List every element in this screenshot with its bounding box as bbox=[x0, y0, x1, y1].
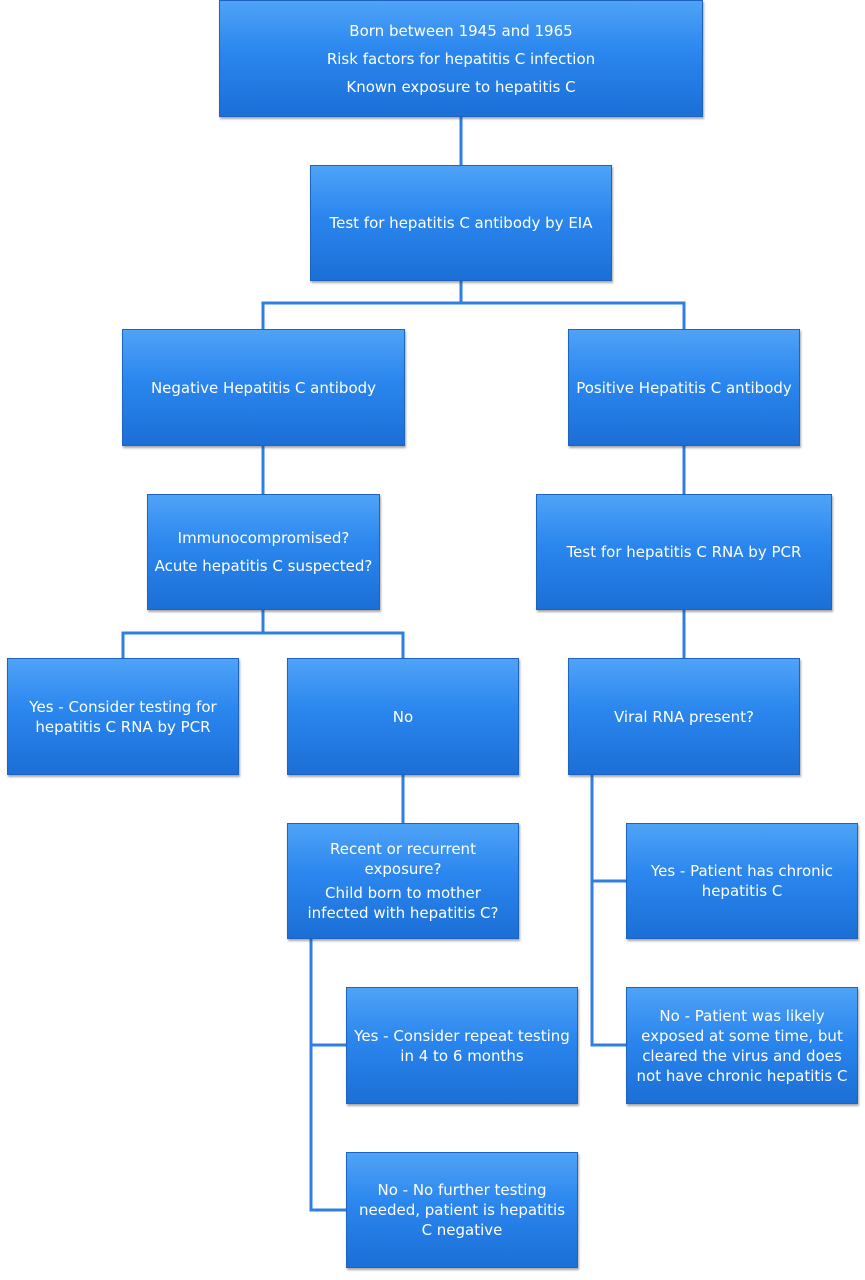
node-negative-antibody-label: Negative Hepatitis C antibody bbox=[150, 378, 377, 397]
node-positive-antibody-label: Positive Hepatitis C antibody bbox=[576, 378, 792, 397]
node-yes-repeat-label: Yes - Consider repeat testing in 4 to 6 … bbox=[354, 1026, 570, 1065]
node-no-further-label: No - No further testing needed, patient … bbox=[358, 1181, 566, 1239]
node-start-line-3: Known exposure to hepatitis C bbox=[346, 77, 576, 96]
node-rna-test: Test for hepatitis C RNA by PCR bbox=[536, 494, 832, 610]
node-rna-test-label: Test for hepatitis C RNA by PCR bbox=[566, 543, 802, 561]
node-antibody-test: Test for hepatitis C antibody by EIA bbox=[310, 165, 612, 281]
connector-paths bbox=[121, 115, 686, 1212]
node-immuno-question: Immunocompromised? Acute hepatitis C sus… bbox=[147, 494, 380, 610]
node-start-line-2: Risk factors for hepatitis C infection bbox=[326, 49, 596, 68]
node-antibody-test-label: Test for hepatitis C antibody by EIA bbox=[329, 214, 593, 232]
node-yes-repeat: Yes - Consider repeat testing in 4 to 6 … bbox=[346, 987, 578, 1104]
node-negative-antibody: Negative Hepatitis C antibody bbox=[122, 329, 405, 446]
connector-viral-question-to-answers bbox=[590, 773, 628, 1047]
node-exposure-question: Recent or recurrent exposure? Child born… bbox=[287, 823, 519, 939]
node-yes-consider-rna-label: Yes - Consider testing for hepatitis C R… bbox=[29, 697, 217, 736]
node-immuno-question-line-1: Immunocompromised? bbox=[177, 529, 350, 547]
node-start-line-1: Born between 1945 and 1965 bbox=[349, 21, 573, 40]
node-positive-antibody: Positive Hepatitis C antibody bbox=[568, 329, 800, 446]
node-immuno-question-line-2: Acute hepatitis C suspected? bbox=[154, 557, 373, 575]
node-no-cleared: No - Patient was likely exposed at some … bbox=[626, 987, 858, 1104]
node-no-cleared-label: No - Patient was likely exposed at some … bbox=[636, 1006, 848, 1085]
connector-antibody-test-to-results bbox=[261, 279, 686, 331]
node-start: Born between 1945 and 1965 Risk factors … bbox=[219, 0, 703, 117]
node-no-immuno-label: No bbox=[392, 707, 414, 726]
node-yes-chronic: Yes - Patient has chronic hepatitis C bbox=[626, 823, 858, 939]
node-viral-rna-question: Viral RNA present? bbox=[568, 658, 800, 775]
node-exposure-question-line-1: Recent or recurrent exposure? bbox=[330, 840, 476, 878]
node-no-immuno: No bbox=[287, 658, 519, 775]
node-yes-consider-rna: Yes - Consider testing for hepatitis C R… bbox=[7, 658, 239, 775]
connector-exposure-to-answers bbox=[309, 937, 348, 1212]
connector-immuno-to-answers bbox=[121, 608, 405, 660]
node-viral-rna-question-label: Viral RNA present? bbox=[613, 707, 755, 726]
node-exposure-question-line-2: Child born to mother infected with hepat… bbox=[307, 884, 499, 922]
node-yes-chronic-label: Yes - Patient has chronic hepatitis C bbox=[650, 862, 834, 900]
node-no-further: No - No further testing needed, patient … bbox=[346, 1152, 578, 1268]
